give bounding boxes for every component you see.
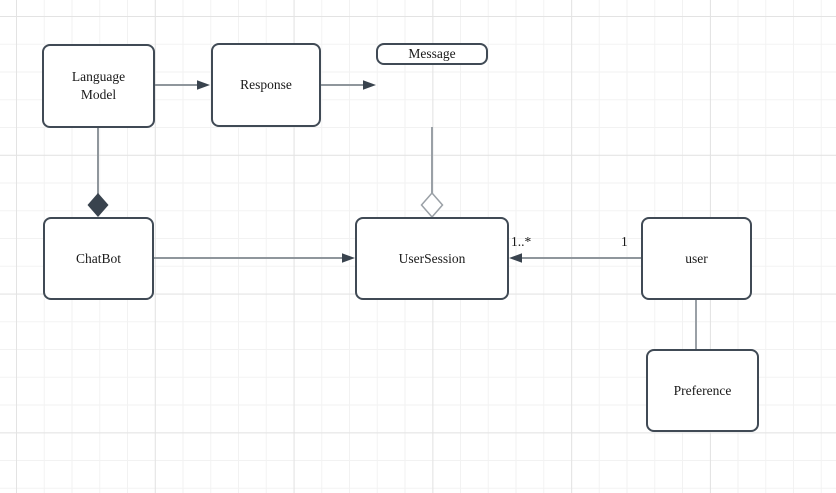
- edge-chatbot-usersession[interactable]: [154, 253, 355, 263]
- node-label: Preference: [673, 382, 732, 398]
- node-label: UserSession: [398, 250, 466, 266]
- node-label: user: [685, 250, 708, 266]
- node-message[interactable]: Message: [376, 43, 488, 65]
- arrowhead-icon: [197, 80, 210, 90]
- node-preference[interactable]: Preference: [646, 349, 759, 432]
- arrowhead-icon: [509, 253, 522, 263]
- arrowhead-icon: [363, 80, 376, 90]
- aggregation-diamond-icon: [420, 191, 444, 219]
- node-usersession[interactable]: UserSession: [355, 217, 509, 300]
- node-chatbot[interactable]: ChatBot: [43, 217, 154, 300]
- arrowhead-icon: [342, 253, 355, 263]
- node-user[interactable]: user: [641, 217, 752, 300]
- node-label: Response: [240, 77, 292, 93]
- edge-target-multiplicity-label[interactable]: 1..*: [511, 234, 532, 249]
- node-response[interactable]: Response: [211, 43, 321, 127]
- edge-message-usersession[interactable]: [420, 127, 444, 219]
- node-language-model[interactable]: Language Model: [42, 44, 155, 128]
- node-label: Message: [408, 46, 456, 61]
- node-label: ChatBot: [75, 250, 121, 266]
- edge-languagemodel-response[interactable]: [155, 80, 210, 90]
- edge-user-usersession[interactable]: [509, 253, 641, 263]
- edge-languagemodel-chatbot[interactable]: [87, 128, 109, 217]
- edge-response-message[interactable]: [321, 80, 376, 90]
- edge-source-multiplicity-label[interactable]: 1: [621, 234, 628, 249]
- node-label: Language Model: [71, 69, 126, 102]
- composition-diamond-icon: [87, 193, 109, 217]
